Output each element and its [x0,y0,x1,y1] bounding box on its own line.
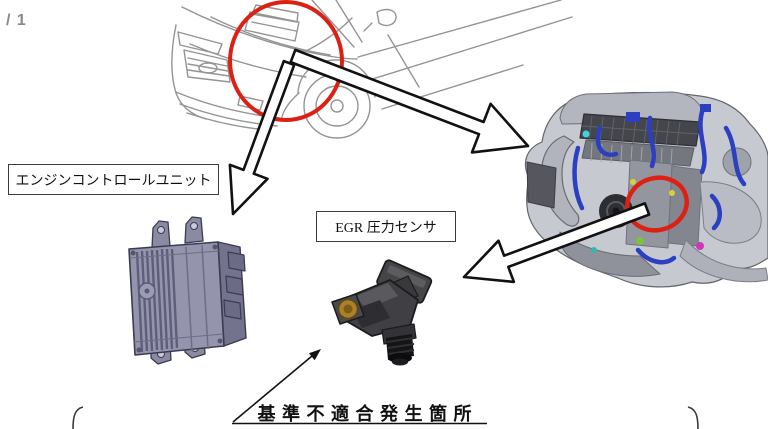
egr-label-text: EGR 圧力センサ [335,220,437,236]
egr-label-box: EGR 圧力センサ [316,211,456,242]
arrow-car-to-engine-icon [289,48,530,154]
hood-highlight-circle [228,0,344,122]
arrow-engine-to-sensor-icon [462,202,651,284]
bracket-left-icon [72,406,84,429]
arrow-car-to-ecu-icon [228,59,296,216]
sensor-illustration [331,259,433,366]
ecu-label-box: エンジンコントロールユニット [8,164,219,195]
defect-location-caption: 基 準 不 適 合 発 生 箇 所 [257,404,473,424]
ecu-label-text: エンジンコントロールユニット [15,173,212,189]
ecu-illustration [128,216,247,365]
caption-leader-arrow-icon [232,349,321,423]
page-indicator: / 1 [6,12,27,29]
engine-illustration [524,91,768,288]
bracket-right-icon [687,406,699,429]
